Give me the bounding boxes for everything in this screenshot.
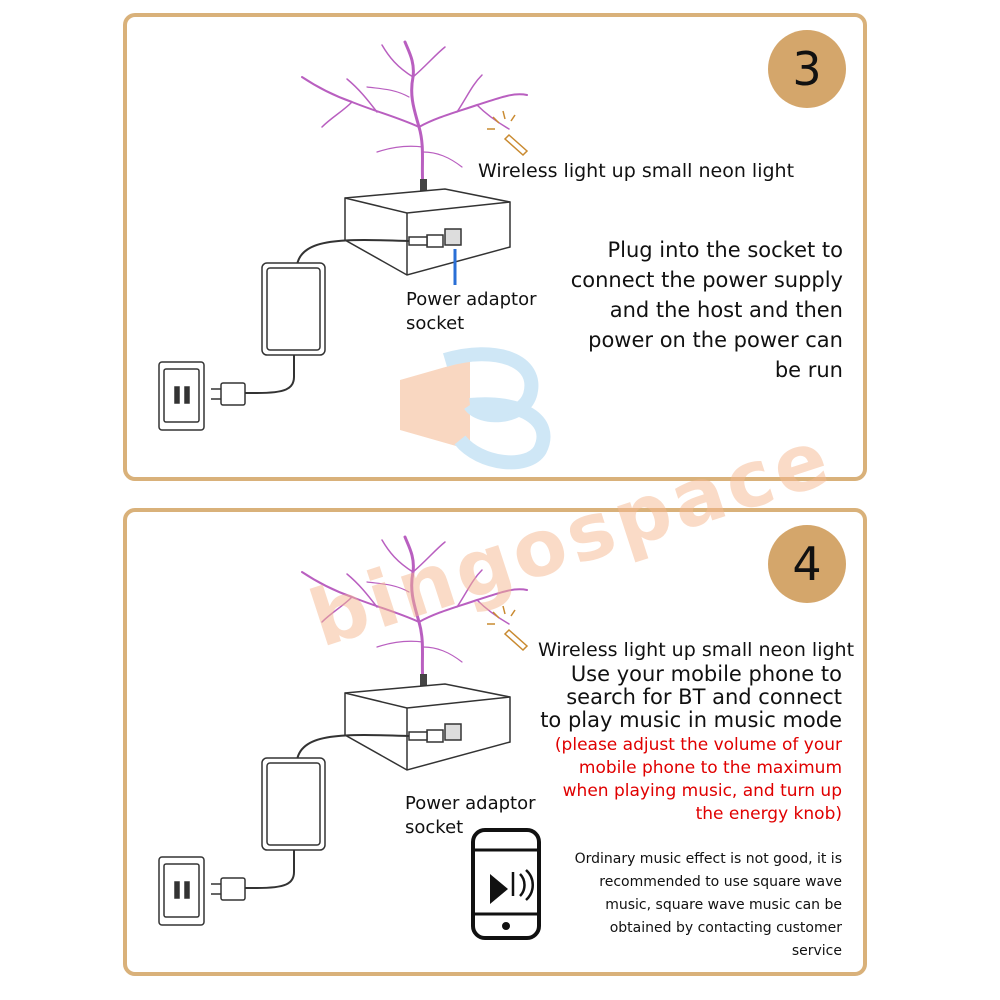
ac-plug <box>211 877 246 901</box>
note-line: recommended to use square wave <box>599 874 842 890</box>
warning-line: when playing music, and turn up <box>562 781 842 801</box>
socket-label-line: Power adaptor <box>406 289 537 310</box>
warning-line: the energy knob) <box>695 804 842 824</box>
socket-label-line: socket <box>406 313 465 334</box>
note-line: Ordinary music effect is not good, it is <box>574 851 842 867</box>
instruction-text: Plug into the socket to connect the powe… <box>571 235 843 385</box>
warning-line: mobile phone to the maximum <box>578 758 842 778</box>
electrode <box>420 179 427 197</box>
warning-text: (please adjust the volume of your mobile… <box>555 734 842 826</box>
step-number: 4 <box>792 537 822 591</box>
host-box <box>344 188 511 276</box>
phone-bluetooth-icon <box>471 828 541 940</box>
step-3-panel: 3 <box>123 13 867 481</box>
instruction-line: connect the power supply <box>570 268 843 292</box>
music-note-text: Ordinary music effect is not good, it is… <box>575 848 842 963</box>
instruction-line: search for BT and connect <box>566 685 842 709</box>
setup-diagram <box>158 40 529 431</box>
step-number-badge: 3 <box>768 30 846 108</box>
instruction-line: to play music in music mode <box>540 708 842 732</box>
dc-cable <box>296 733 410 761</box>
ac-cable <box>245 850 295 889</box>
ac-cable <box>245 355 295 394</box>
instruction-line: be run <box>774 358 843 382</box>
dc-cable <box>296 238 410 266</box>
plasma-arc-icon <box>301 40 528 189</box>
instruction-text: Use your mobile phone to search for BT a… <box>540 663 842 732</box>
power-adapter <box>261 262 326 356</box>
instruction-line: power on the power can <box>588 328 843 352</box>
note-line: music, square wave music can be <box>605 897 842 913</box>
power-adapter <box>261 757 326 851</box>
socket-label: Power adaptor socket <box>405 792 536 840</box>
note-line: service <box>791 943 842 959</box>
warning-line: (please adjust the volume of your <box>554 735 842 755</box>
socket-label-line: socket <box>405 817 464 838</box>
step-number: 3 <box>792 42 822 96</box>
instruction-line: Plug into the socket to <box>607 238 843 262</box>
setup-diagram <box>158 535 541 940</box>
neon-bulb-icon <box>487 110 529 157</box>
wall-socket-icon <box>158 361 205 431</box>
electrode <box>420 674 427 692</box>
socket-label: Power adaptor socket <box>406 288 537 336</box>
neon-bulb-icon <box>487 605 529 652</box>
instruction-line: and the host and then <box>609 298 843 322</box>
plasma-arc-icon <box>301 535 528 684</box>
wall-socket-icon <box>158 856 205 926</box>
step-number-badge: 4 <box>768 525 846 603</box>
neon-light-label: Wireless light up small neon light <box>538 639 855 661</box>
neon-light-label: Wireless light up small neon light <box>478 160 795 182</box>
step-4-panel: 4 <box>123 508 867 976</box>
ac-plug <box>211 382 246 406</box>
instruction-line: Use your mobile phone to <box>570 662 842 686</box>
socket-label-line: Power adaptor <box>405 793 536 814</box>
dc-plug <box>408 729 444 743</box>
dc-plug <box>408 234 444 248</box>
note-line: obtained by contacting customer <box>609 920 842 936</box>
host-box <box>344 683 511 771</box>
